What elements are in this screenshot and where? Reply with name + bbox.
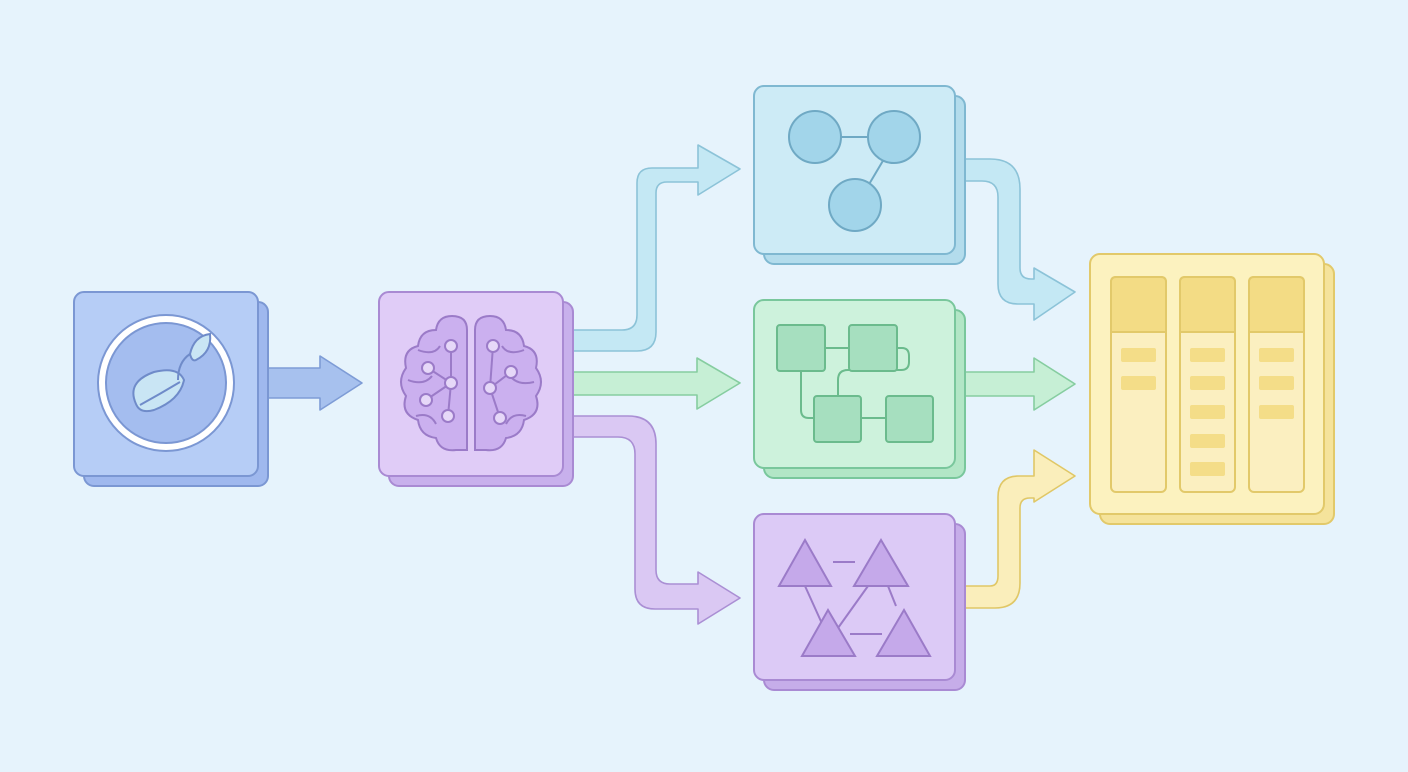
node-triangles (753, 513, 966, 691)
edge-brain-to-flow (565, 357, 741, 410)
kanban-card (1190, 462, 1225, 476)
kanban-card (1190, 405, 1225, 419)
kanban-card (1190, 376, 1225, 390)
edge-graph-to-columns (957, 158, 1076, 321)
edge-seed-to-brain (257, 355, 363, 411)
kanban-card (1190, 434, 1225, 448)
edge-brain-to-graph (565, 144, 741, 352)
edge-brain-to-triangles (565, 415, 741, 625)
circle-graph-icon (788, 110, 921, 232)
kanban-card (1259, 376, 1294, 390)
kanban-card (1121, 376, 1156, 390)
node-seed (73, 291, 269, 487)
kanban-card (1190, 348, 1225, 362)
connectors (257, 144, 1076, 625)
square-flowchart-icon (776, 324, 934, 443)
edge-triangles-to-columns (957, 449, 1076, 609)
brain-network-icon (400, 314, 542, 452)
node-graph (753, 85, 966, 265)
node-columns (1089, 253, 1335, 525)
kanban-card (1259, 405, 1294, 419)
node-brain (378, 291, 574, 487)
kanban-cards (1121, 348, 1294, 476)
node-flowchart (753, 299, 966, 479)
triangle-network-icon (777, 537, 932, 657)
seed-sprout-icon (97, 314, 235, 452)
kanban-card (1121, 348, 1156, 362)
kanban-card (1259, 348, 1294, 362)
edge-flow-to-columns (957, 357, 1076, 411)
